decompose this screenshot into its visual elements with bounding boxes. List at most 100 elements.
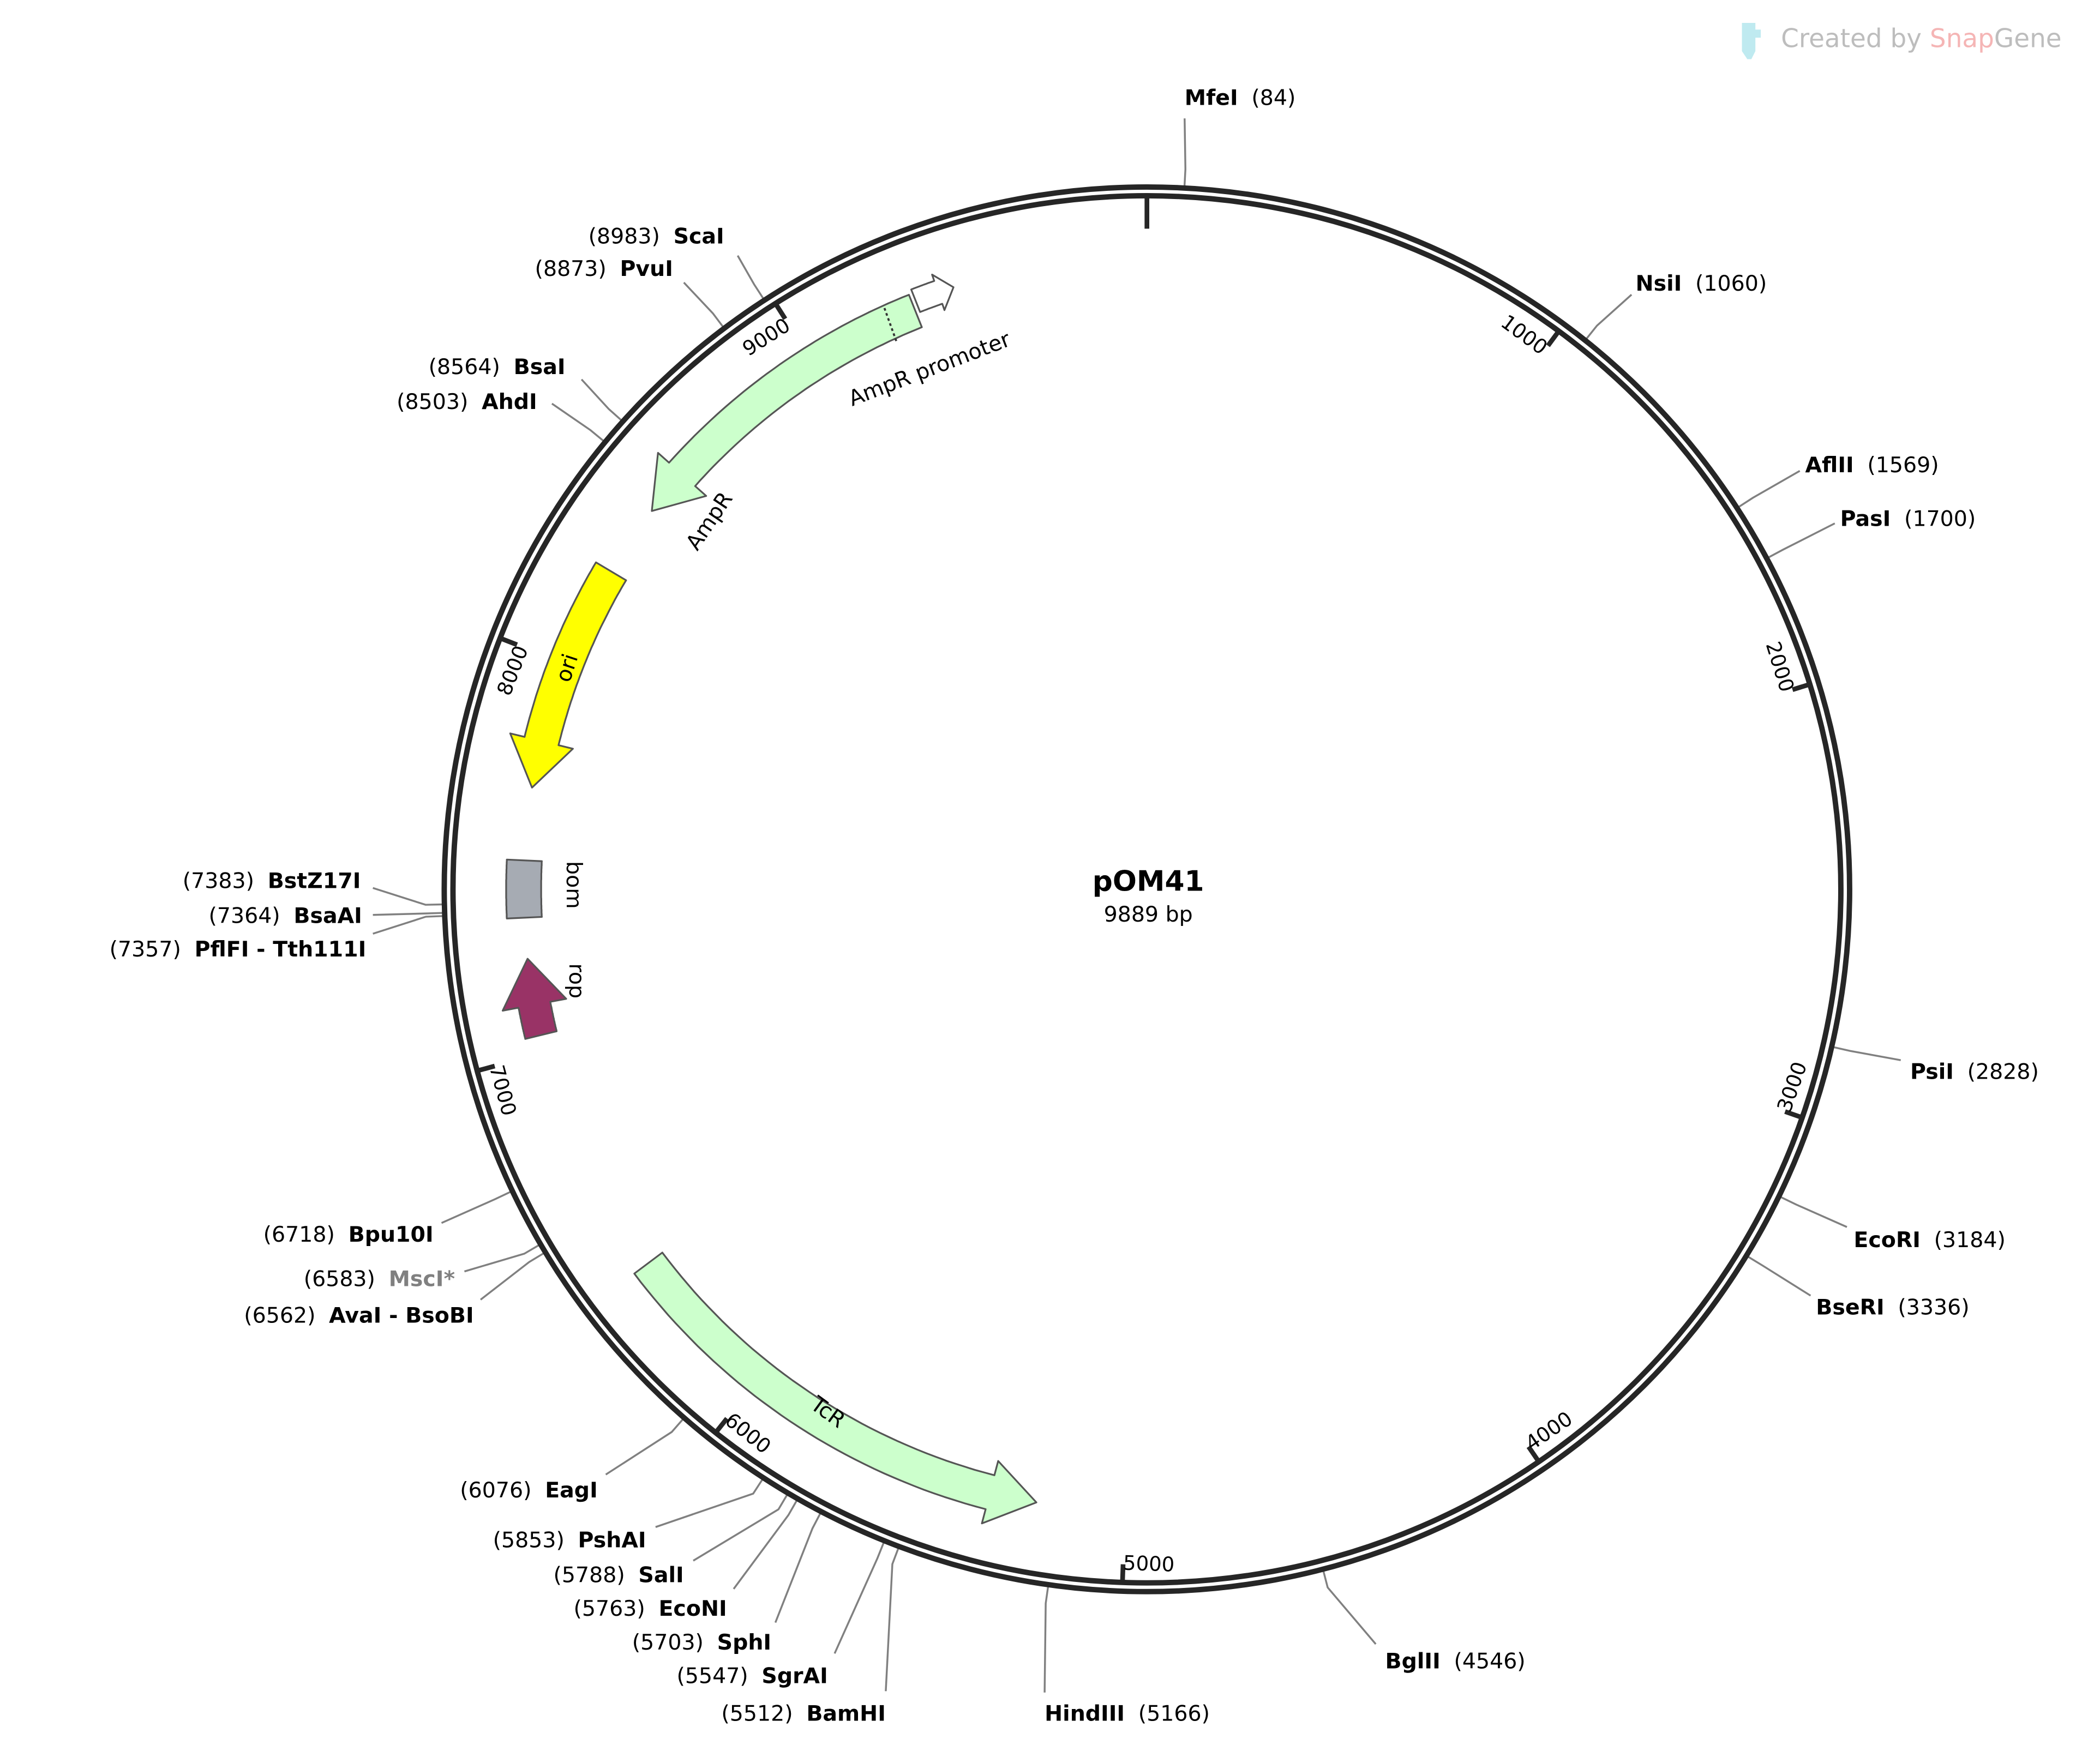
- site-name: NsiI: [1636, 271, 1682, 296]
- logo-brand-snap: Snap: [1930, 23, 1994, 53]
- site-aflii[interactable]: AflII(1569): [1737, 453, 1939, 508]
- site-position: (5853): [493, 1527, 565, 1553]
- site-label[interactable]: AflII(1569): [1805, 453, 1939, 478]
- site-avai-bsobi[interactable]: (6562)AvaI - BsoBI: [244, 1252, 545, 1328]
- site-name: PvuI: [620, 256, 673, 281]
- site-label[interactable]: BglII(4546): [1385, 1648, 1526, 1674]
- site-label[interactable]: (8983)ScaI: [589, 224, 724, 249]
- site-pasi[interactable]: PasI(1700): [1767, 507, 1976, 559]
- site-label[interactable]: (6718)Bpu10I: [263, 1222, 434, 1247]
- site-econi[interactable]: (5763)EcoNI: [574, 1499, 798, 1622]
- site-bstz17i[interactable]: (7383)BstZ17I: [183, 868, 443, 906]
- feature-tcr[interactable]: [633, 1251, 1037, 1525]
- tick-mark: [478, 1063, 496, 1073]
- site-connector-line: [683, 281, 724, 328]
- site-label[interactable]: (7364)BsaAI: [208, 904, 362, 929]
- site-position: (1060): [1695, 271, 1767, 296]
- site-connector-line: [693, 1494, 789, 1562]
- feature-label-rop[interactable]: rop: [564, 964, 589, 999]
- site-bamhi[interactable]: (5512)BamHI: [721, 1547, 899, 1726]
- site-label[interactable]: (8564)BsaI: [429, 354, 566, 380]
- tick-mark: [1546, 331, 1560, 347]
- site-position: (5166): [1138, 1701, 1210, 1726]
- site-label[interactable]: (5703)SphI: [632, 1630, 771, 1655]
- feature-ampr[interactable]: [651, 293, 923, 512]
- site-bsai[interactable]: (8564)BsaI: [429, 354, 623, 422]
- site-label[interactable]: (7383)BstZ17I: [183, 868, 361, 893]
- site-scai[interactable]: (8983)ScaI: [589, 224, 765, 300]
- site-name: BglII: [1385, 1648, 1441, 1674]
- site-label[interactable]: EcoRI(3184): [1853, 1227, 2006, 1253]
- site-name: PsiI: [1910, 1060, 1954, 1085]
- site-mfei[interactable]: MfeI(84): [1183, 85, 1296, 187]
- site-label[interactable]: (5853)PshAI: [493, 1527, 646, 1553]
- site-connector-line: [1585, 294, 1633, 340]
- site-sgrai[interactable]: (5547)SgrAI: [676, 1542, 885, 1689]
- site-name: BamHI: [806, 1701, 886, 1726]
- site-label[interactable]: NsiI (1060): [1636, 271, 1767, 296]
- tick-mark: [501, 636, 518, 647]
- site-label[interactable]: (6562)AvaI - BsoBI: [244, 1303, 474, 1328]
- site-hindiii[interactable]: HindIII (5166): [1043, 1586, 1210, 1726]
- site-connector-line: [373, 915, 443, 935]
- backbone-outer-ring: [441, 184, 1852, 1594]
- site-connector-line: [1043, 1586, 1049, 1693]
- site-pshai[interactable]: (5853)PshAI: [493, 1478, 764, 1553]
- tick-mark: [1791, 682, 1809, 692]
- site-label[interactable]: (6076)EagI: [460, 1478, 598, 1503]
- site-sphi[interactable]: (5703)SphI: [632, 1512, 821, 1655]
- site-name: MscI*: [389, 1267, 455, 1292]
- site-msci-[interactable]: (6583) MscI*: [304, 1244, 540, 1292]
- site-connector-line: [885, 1547, 899, 1692]
- site-position: (6076): [460, 1478, 531, 1503]
- site-position: (8503): [397, 389, 468, 414]
- site-pvui[interactable]: (8873) PvuI: [535, 256, 724, 328]
- site-label[interactable]: BseRI(3336): [1816, 1295, 1969, 1320]
- site-position: (6583): [304, 1267, 375, 1292]
- tick-label: 8000: [493, 642, 533, 699]
- site-psii[interactable]: PsiI(2828): [1833, 1046, 2039, 1085]
- feature-ori[interactable]: [509, 561, 627, 789]
- site-ecori[interactable]: EcoRI(3184): [1779, 1196, 2006, 1253]
- promoter-boundary: [883, 308, 898, 342]
- site-position: (8873): [535, 256, 607, 281]
- site-bglii[interactable]: BglII(4546): [1322, 1570, 1526, 1674]
- site-name: EcoNI: [658, 1596, 727, 1621]
- site-connector-line: [441, 1190, 512, 1224]
- site-bsaai[interactable]: (7364)BsaAI: [208, 904, 443, 929]
- site-connector-line: [479, 1252, 545, 1301]
- site-position: (8983): [589, 224, 660, 249]
- site-position: (6718): [263, 1222, 335, 1247]
- site-label[interactable]: PasI(1700): [1840, 507, 1976, 532]
- site-ahdi[interactable]: (8503)AhdI: [397, 389, 605, 442]
- site-connector-line: [833, 1542, 885, 1654]
- site-label[interactable]: PsiI(2828): [1910, 1060, 2039, 1085]
- site-bseri[interactable]: BseRI(3336): [1747, 1255, 1970, 1320]
- site-bpu10i[interactable]: (6718)Bpu10I: [263, 1190, 512, 1247]
- feature-rop[interactable]: [501, 958, 567, 1040]
- site-sali[interactable]: (5788)SalI: [553, 1494, 789, 1587]
- site-label[interactable]: MfeI(84): [1185, 85, 1296, 110]
- site-label[interactable]: (5763)EcoNI: [574, 1596, 727, 1621]
- site-label[interactable]: HindIII (5166): [1045, 1701, 1210, 1726]
- site-name: AvaI - BsoBI: [329, 1303, 474, 1328]
- site-label[interactable]: (7357)PflFI - Tth111I: [110, 937, 367, 962]
- site-label[interactable]: (5547)SgrAI: [676, 1664, 827, 1689]
- site-label[interactable]: (5512)BamHI: [721, 1701, 886, 1726]
- site-label[interactable]: (8503)AhdI: [397, 389, 537, 414]
- site-label[interactable]: (5788)SalI: [553, 1562, 683, 1587]
- plasmid-length: 9889 bp: [1104, 902, 1193, 927]
- site-position: (5703): [632, 1630, 704, 1655]
- site-pflfi-tth111i[interactable]: (7357)PflFI - Tth111I: [110, 915, 443, 962]
- site-name: HindIII: [1045, 1701, 1125, 1726]
- svg-text:Created by SnapGene: Created by SnapGene: [1781, 23, 2062, 53]
- site-nsii[interactable]: NsiI (1060): [1585, 271, 1767, 340]
- site-label[interactable]: (6583) MscI*: [304, 1267, 455, 1292]
- site-eagi[interactable]: (6076)EagI: [460, 1418, 684, 1503]
- feature-ampr-promoter[interactable]: [910, 273, 955, 313]
- feature-label-bom[interactable]: bom: [561, 861, 586, 909]
- site-label[interactable]: (8873) PvuI: [535, 256, 673, 281]
- feature-bom[interactable]: [505, 858, 543, 919]
- site-name: EcoRI: [1853, 1227, 1921, 1253]
- tick-label: 2000: [1761, 639, 1799, 695]
